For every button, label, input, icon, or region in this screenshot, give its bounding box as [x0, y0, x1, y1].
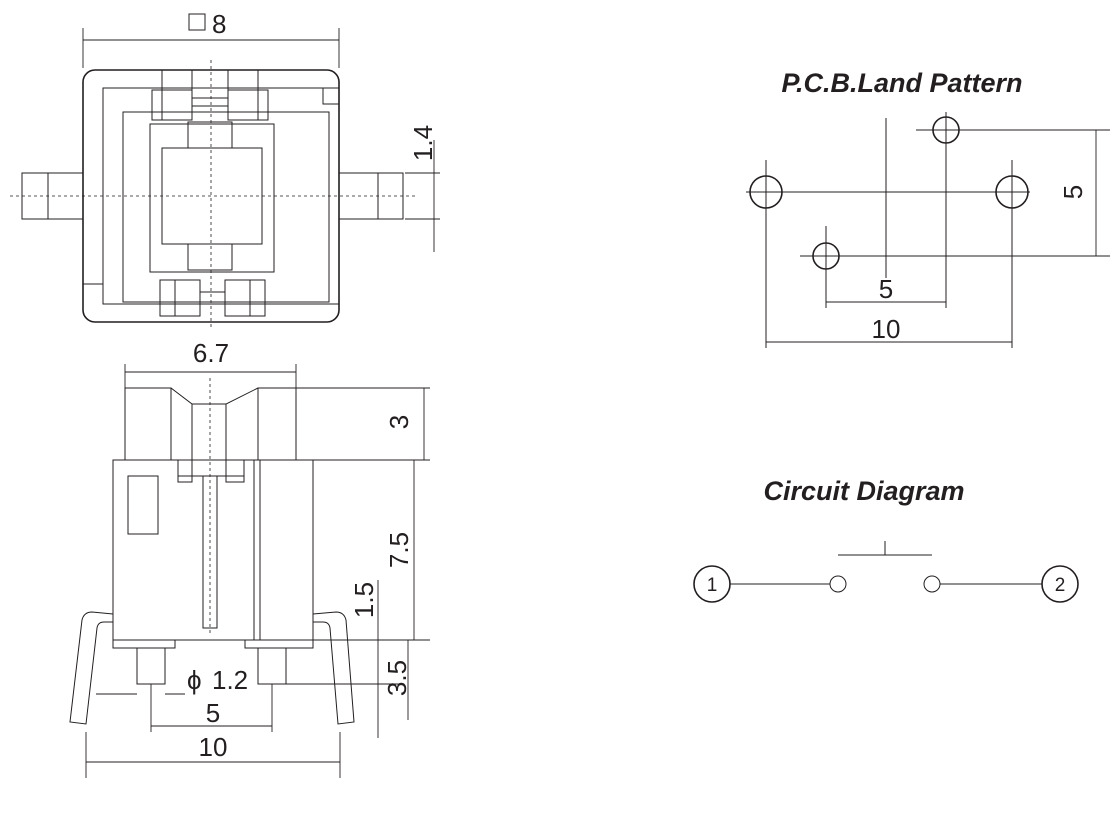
pcb-hole-small-top: [932, 116, 960, 144]
actuator-top-cap: [187, 121, 233, 149]
dim-pin-length: 3.5: [382, 660, 412, 696]
dim-pin-pitch: 5: [206, 698, 220, 728]
actuator-bottom-cap: [187, 243, 233, 271]
left-side-lead: [69, 611, 114, 725]
bottom-tab-left: [159, 279, 201, 317]
base-left: [112, 640, 176, 649]
pin-diameter-symbol: ϕ: [187, 665, 202, 695]
square-symbol-icon: [188, 13, 206, 31]
terminal-2-label: 2: [1055, 575, 1066, 596]
base-right: [244, 640, 314, 649]
side-window: [127, 475, 159, 535]
dim-width-top: 6.7: [193, 338, 229, 368]
dim-pin-diameter: 1.2: [212, 665, 248, 695]
dim-overall-width: 10: [199, 732, 228, 762]
circuit-title: Circuit Diagram: [763, 476, 964, 506]
contact-right: [923, 575, 941, 593]
actuator-right-slant: [225, 387, 259, 483]
pcb-land-pattern: P.C.B.Land Pattern 5 5 10: [746, 68, 1110, 348]
actuator-left-slant: [170, 387, 193, 483]
dim-standoff: 1.5: [349, 582, 379, 618]
pcb-hole-large-left: [749, 175, 783, 209]
circuit-diagram: Circuit Diagram 1 2: [693, 476, 1079, 603]
top-corner-mark-2: [83, 283, 104, 304]
pin-left: [136, 647, 166, 685]
actuator-right-block: [257, 387, 297, 461]
pcb-large-pitch: 10: [872, 314, 901, 344]
terminal-1-label: 1: [707, 575, 718, 596]
dim-square-8: 8: [212, 9, 226, 39]
pcb-small-pitch: 5: [879, 274, 893, 304]
bottom-tab-right: [224, 279, 266, 317]
pcb-title: P.C.B.Land Pattern: [781, 68, 1022, 98]
top-tab-left-inner: [161, 69, 193, 121]
dim-lead-width: 1.4: [408, 125, 438, 161]
pcb-vertical-spacing: 5: [1058, 185, 1088, 199]
dim-actuator-height: 3: [384, 415, 414, 429]
bottom-tab-right-inner: [224, 279, 251, 317]
actuator-left-block: [124, 387, 172, 461]
right-side-lead: [312, 611, 355, 725]
pin-right: [257, 647, 287, 685]
top-corner-mark: [322, 88, 339, 105]
pcb-hole-small-bottom: [812, 242, 840, 270]
top-tab-left: [151, 89, 193, 121]
bottom-tab-left-inner: [174, 279, 201, 317]
side-view: 6.7 3 7.5 1.5 3.5 ϕ 1.2 5 10: [69, 338, 430, 778]
top-view: 8 1.4: [10, 9, 440, 330]
top-inner-box: [122, 111, 330, 303]
pcb-hole-large-right: [995, 175, 1029, 209]
side-body: [112, 459, 314, 641]
contact-left: [829, 575, 847, 593]
top-tab-right: [227, 89, 269, 121]
dim-body-height: 7.5: [384, 532, 414, 568]
top-center-box: [149, 123, 275, 273]
terminal-2-circle: [1041, 565, 1079, 603]
